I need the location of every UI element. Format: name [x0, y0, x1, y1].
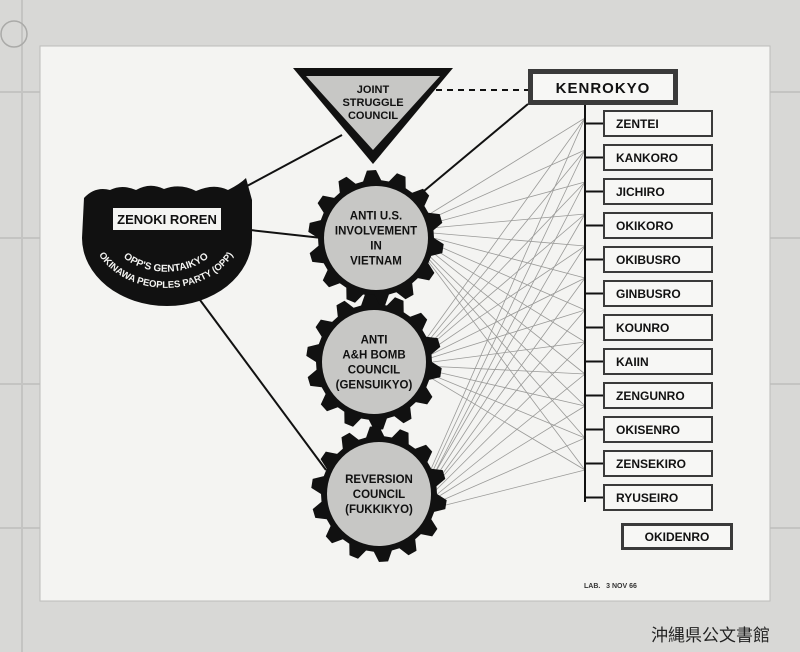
union-label: OKIBUSRO	[616, 253, 681, 267]
kenrokyo-label: KENROKYO	[556, 80, 651, 97]
union-label: OKISENRO	[616, 423, 680, 437]
gear-2-line-3: COUNCIL	[348, 365, 400, 377]
union-list: ZENTEI KANKORO JICHIRO OKIKORO OKIBUSRO GINBU…	[603, 110, 713, 511]
union-box-okikoro: OKIKORO	[603, 212, 713, 239]
kenrokyo-box: KENROKYO	[528, 69, 678, 105]
union-box-kounro: KOUNRO	[603, 314, 713, 341]
archive-caption: 沖縄県公文書館	[651, 626, 770, 646]
council-line-1: JOINT	[357, 84, 390, 96]
council-line-2: STRUGGLE	[342, 97, 403, 109]
union-box-okisenro: OKISENRO	[603, 416, 713, 443]
gears: ANTI U.S. INVOLVEMENT IN VIETNAM ANTI A&H BOM…	[306, 170, 447, 562]
lab-note: LAB. 3 NOV 66	[584, 583, 637, 590]
gear-3: REVERSION COUNCIL (FUKKIKYO)	[311, 426, 447, 562]
union-label: JICHIRO	[616, 185, 665, 199]
gear-2-line-2: A&H BOMB	[342, 350, 405, 362]
gear-1: ANTI U.S. INVOLVEMENT IN VIETNAM	[308, 170, 444, 306]
joint-struggle-council: JOINT STRUGGLE COUNCIL	[293, 68, 453, 164]
gear-3-line-1: REVERSION	[345, 474, 413, 486]
gear-face	[327, 442, 431, 546]
gear-1-line-2: INVOLVEMENT	[335, 226, 417, 238]
bracket-ticks	[585, 122, 604, 499]
gear-2: ANTI A&H BOMB COUNCIL (GENSUIKYO)	[306, 294, 442, 430]
union-box-ryuseiro: RYUSEIRO	[603, 484, 713, 511]
gear-3-line-3: (FUKKIKYO)	[345, 504, 413, 516]
alliance-lines	[199, 103, 529, 471]
gear-face	[324, 186, 428, 290]
union-box-okibusro: OKIBUSRO	[603, 246, 713, 273]
union-label: ZENGUNRO	[616, 389, 685, 403]
union-box-kaiin: KAIIN	[603, 348, 713, 375]
union-label: ZENSEKIRO	[616, 457, 686, 471]
gear-3-line-2: COUNCIL	[353, 489, 405, 501]
union-box-jichiro: JICHIRO	[603, 178, 713, 205]
gear-1-line-4: VIETNAM	[350, 256, 402, 268]
membership-lines	[419, 117, 586, 510]
union-label: OKIKORO	[616, 219, 673, 233]
union-label: KANKORO	[616, 151, 678, 165]
council-line-3: COUNCIL	[348, 110, 398, 122]
union-box-kankoro: KANKORO	[603, 144, 713, 171]
gear-1-line-3: IN	[370, 241, 382, 253]
gear-2-line-1: ANTI	[361, 335, 388, 347]
union-label: KOUNRO	[616, 321, 669, 335]
okidenro-box: OKIDENRO	[621, 523, 733, 550]
union-label: ZENTEI	[616, 117, 659, 131]
okidenro-label: OKIDENRO	[645, 530, 710, 544]
zenoki-roren-emblem: ZENOKI ROREN OPP'S GENTAIKYO OKINAWA PEO…	[82, 178, 252, 306]
gear-2-line-4: (GENSUIKYO)	[336, 380, 413, 392]
gear-1-line-1: ANTI U.S.	[350, 211, 402, 223]
union-bracket	[584, 104, 586, 502]
union-label: GINBUSRO	[616, 287, 681, 301]
union-box-zentei: ZENTEI	[603, 110, 713, 137]
gear-face	[322, 310, 426, 414]
union-box-zensekiro: ZENSEKIRO	[603, 450, 713, 477]
union-label: KAIIN	[616, 355, 649, 369]
union-box-ginbusro: GINBUSRO	[603, 280, 713, 307]
zenoki-label: ZENOKI ROREN	[117, 212, 217, 227]
union-box-zengunro: ZENGUNRO	[603, 382, 713, 409]
union-label: RYUSEIRO	[616, 491, 678, 505]
